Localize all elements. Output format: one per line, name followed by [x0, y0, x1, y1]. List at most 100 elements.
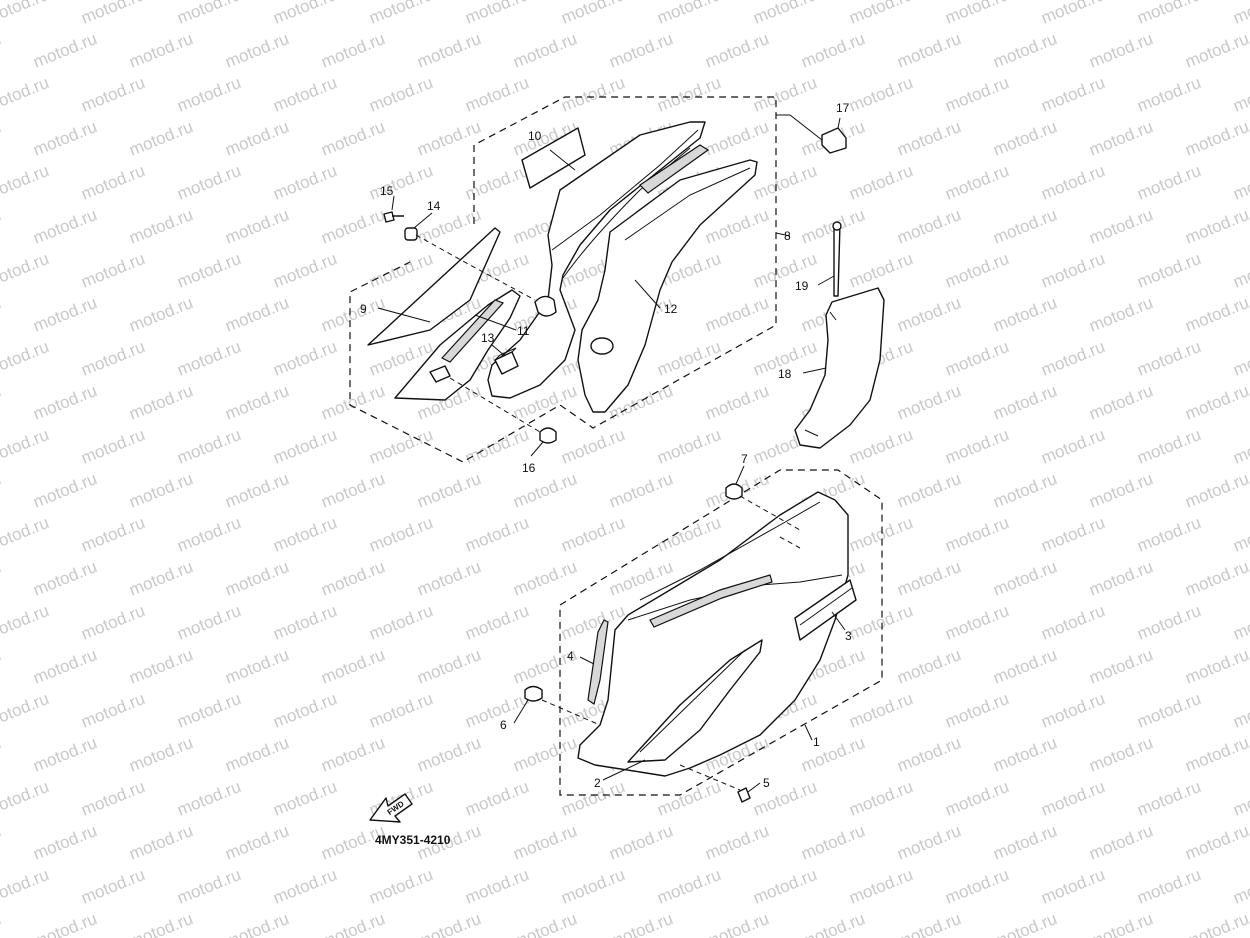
watermark-text: motod.ru — [1134, 601, 1203, 644]
watermark-text: motod.ru — [0, 733, 4, 776]
watermark-text: motod.ru — [30, 645, 99, 688]
watermark-text: motod.ru — [750, 73, 819, 116]
leader-18 — [802, 367, 827, 374]
watermark-text: motod.ru — [942, 865, 1011, 908]
callout-14: 14 — [427, 199, 441, 213]
watermark-text: motod.ru — [558, 0, 627, 28]
watermark-text: motod.ru — [462, 777, 531, 820]
watermark-text: motod.ru — [1038, 513, 1107, 556]
band-19 — [833, 223, 841, 297]
group-outline-upper — [349, 96, 777, 463]
watermark-text: motod.ru — [126, 557, 195, 600]
watermark-text: motod.ru — [318, 909, 387, 938]
watermark-text: motod.ru — [1086, 909, 1155, 938]
watermark-text: motod.ru — [1182, 117, 1250, 160]
watermark-text: motod.ru — [0, 381, 4, 424]
watermark-text: motod.ru — [1182, 381, 1250, 424]
watermark-text: motod.ru — [0, 469, 4, 512]
upper-assembly — [349, 96, 885, 463]
watermark-text: motod.ru — [942, 337, 1011, 380]
watermark-text: motod.ru — [30, 469, 99, 512]
callout-12: 12 — [664, 302, 678, 316]
watermark-text: motod.ru — [318, 645, 387, 688]
callout-8: 8 — [784, 229, 791, 243]
fwd-arrow: FWD — [369, 793, 413, 823]
side-cover-body — [577, 491, 849, 777]
leader-11 — [474, 314, 517, 331]
watermark-text: motod.ru — [126, 293, 195, 336]
watermark-text: motod.ru — [1038, 337, 1107, 380]
side-cover-ridge — [639, 501, 821, 601]
watermark-text: motod.ru — [606, 821, 675, 864]
watermark-text: motod.ru — [1182, 205, 1250, 248]
watermark-text: motod.ru — [366, 0, 435, 28]
watermark-text: motod.ru — [990, 557, 1059, 600]
watermark-text: motod.ru — [798, 29, 867, 72]
watermark-text: motod.ru — [1134, 513, 1203, 556]
watermark-text: motod.ru — [1230, 601, 1250, 644]
watermark-text: motod.ru — [894, 645, 963, 688]
watermark-text: motod.ru — [318, 381, 387, 424]
watermark-text: motod.ru — [846, 161, 915, 204]
leader-17 — [837, 117, 841, 129]
watermark-text: motod.ru — [174, 0, 243, 28]
leader-19 — [817, 275, 835, 286]
leader-7 — [735, 465, 745, 485]
callout-2: 2 — [594, 776, 601, 790]
decal-9 — [367, 227, 501, 346]
watermark-text: motod.ru — [78, 249, 147, 292]
watermark-text: motod.ru — [1038, 161, 1107, 204]
watermark-text: motod.ru — [846, 865, 915, 908]
cover-18 — [794, 287, 885, 449]
callout-19: 19 — [795, 279, 809, 293]
clip-17 — [821, 127, 847, 154]
watermark-text: motod.ru — [0, 425, 52, 468]
watermark-text: motod.ru — [462, 73, 531, 116]
watermark-text: motod.ru — [174, 513, 243, 556]
watermark-text: motod.ru — [78, 865, 147, 908]
callout-3: 3 — [845, 629, 852, 643]
watermark-text: motod.ru — [654, 513, 723, 556]
watermark-text: motod.ru — [78, 161, 147, 204]
callout-6: 6 — [500, 718, 507, 732]
group-outline-lower — [559, 469, 883, 796]
watermark-text: motod.ru — [846, 425, 915, 468]
watermark-text: motod.ru — [222, 381, 291, 424]
grommet-7 — [725, 483, 743, 500]
watermark-text: motod.ru — [1134, 337, 1203, 380]
watermark-text: motod.ru — [270, 777, 339, 820]
leader-12 — [634, 279, 661, 309]
watermark-text: motod.ru — [654, 0, 723, 28]
callout-7: 7 — [741, 452, 748, 466]
leader-8 — [775, 232, 791, 237]
watermark-text: motod.ru — [30, 733, 99, 776]
watermark-text: motod.ru — [126, 117, 195, 160]
watermark-text: motod.ru — [366, 689, 435, 732]
watermark-text: motod.ru — [0, 205, 4, 248]
watermark-text: motod.ru — [1086, 29, 1155, 72]
grommet-mount — [534, 295, 557, 317]
watermark-text: motod.ru — [318, 29, 387, 72]
nut-16 — [539, 427, 557, 444]
watermark-text: motod.ru — [0, 645, 4, 688]
watermark-text: motod.ru — [414, 645, 483, 688]
watermark-text: motod.ru — [1230, 865, 1250, 908]
callout-9: 9 — [360, 302, 367, 316]
watermark-text: motod.ru — [1182, 909, 1250, 938]
leader-6-dashed — [541, 699, 601, 726]
watermark-text: motod.ru — [270, 0, 339, 28]
watermark-text: motod.ru — [558, 73, 627, 116]
side-panel-12-stripe — [624, 167, 751, 241]
watermark-text: motod.ru — [0, 865, 52, 908]
watermark-text: motod.ru — [750, 249, 819, 292]
cowl-stripe — [639, 144, 710, 194]
watermark-text: motod.ru — [270, 513, 339, 556]
watermark-text: motod.ru — [942, 161, 1011, 204]
watermark-text: motod.ru — [942, 513, 1011, 556]
watermark-text: motod.ru — [894, 557, 963, 600]
emblem-10 — [521, 127, 586, 189]
watermark-text: motod.ru — [174, 689, 243, 732]
watermark-text: motod.ru — [1086, 205, 1155, 248]
callout-4: 4 — [567, 649, 574, 663]
watermark-text: motod.ru — [366, 249, 435, 292]
